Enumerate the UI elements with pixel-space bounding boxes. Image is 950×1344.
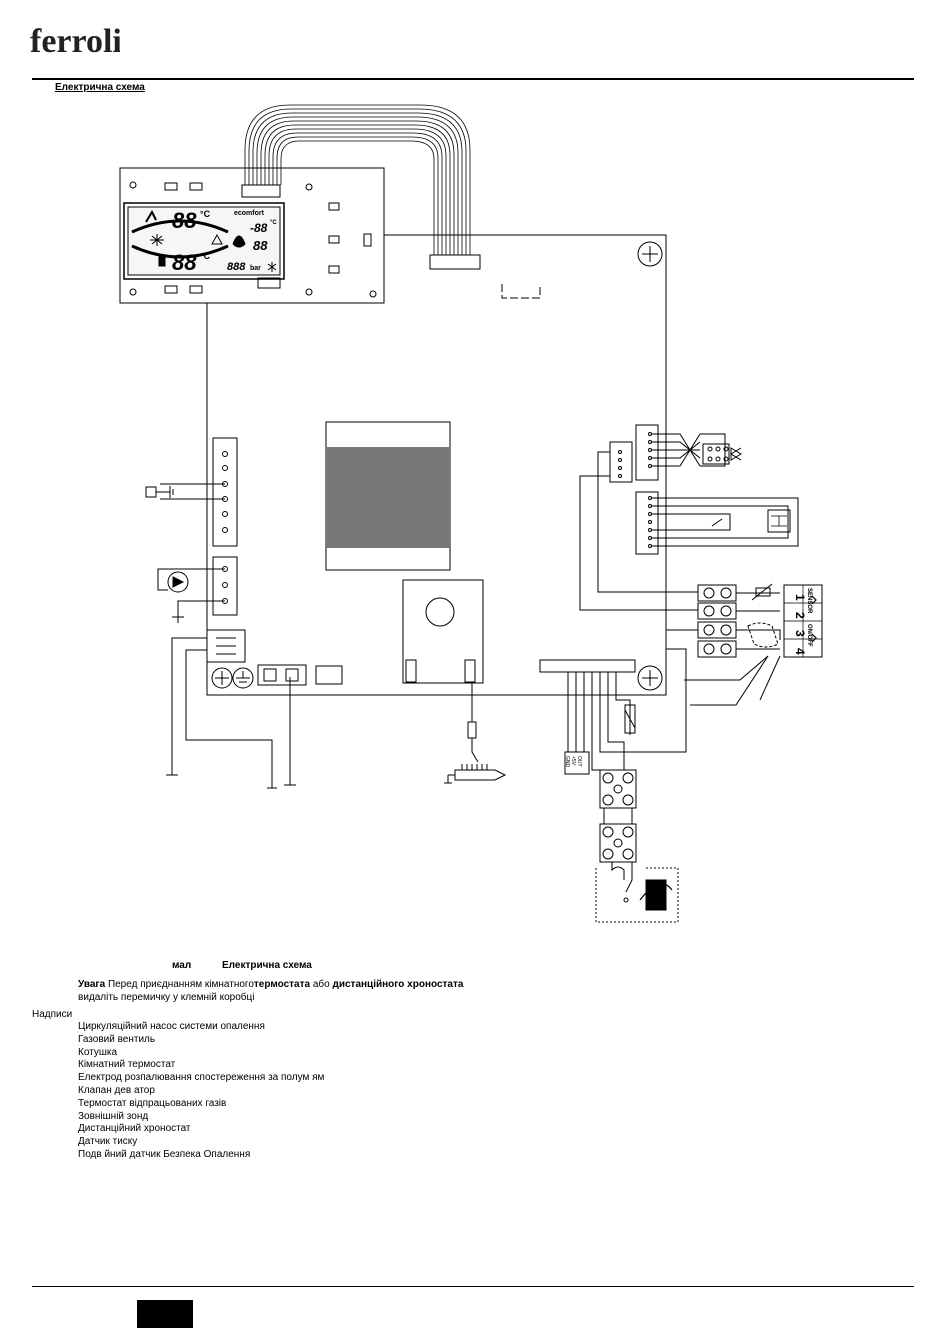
- figure-prefix: мал: [172, 960, 192, 971]
- terminal-label-panel: 1 2 3 4 SENSOR ON/OFF: [783, 584, 823, 658]
- legend-item: Газовий вентиль: [78, 1033, 156, 1045]
- terminal-number-2: 2: [793, 612, 807, 619]
- wiring-diagram: 88 °C 88 °C ecomfort -88 °C 88 888 bar: [119, 104, 823, 923]
- legend-item: Зовнішній зонд: [78, 1110, 149, 1122]
- warning-note: Увага Перед приєднанням кімнатноготермос…: [78, 978, 478, 1004]
- legend-item: Подв йний датчик Безпека Опалення: [78, 1148, 251, 1160]
- lcd-brand: ecomfort: [234, 210, 265, 217]
- note-bold-thermostat: термостата: [253, 979, 311, 990]
- warning-icon: [211, 233, 223, 245]
- terminal-block: [599, 583, 781, 753]
- header-rule: [32, 78, 914, 80]
- lcd-unit-pressure: bar: [250, 265, 261, 272]
- section-title: Електрична схема: [55, 82, 145, 93]
- terminal-label-onoff: ON/OFF: [806, 624, 812, 647]
- right-wiring: [579, 432, 799, 611]
- lcd-unit-small: °C: [270, 220, 277, 226]
- sun-icon: [150, 234, 164, 246]
- display-board: 88 °C 88 °C ecomfort -88 °C 88 888 bar: [119, 167, 385, 304]
- lcd-digits-pressure: 888: [227, 261, 246, 273]
- flame-icon: [145, 209, 157, 223]
- tap-icon: [158, 256, 166, 267]
- ribbon-connector-display: [241, 184, 281, 198]
- legend-item: Електрод розпалювання спостереження за п…: [78, 1072, 325, 1084]
- left-wiring: [145, 483, 507, 789]
- note-text-mid: або: [310, 979, 333, 990]
- legend-item: Кімнатний термостат: [78, 1059, 176, 1071]
- legend-list: Циркуляційний насос системи опалення Газ…: [78, 1021, 324, 1162]
- brand-name: ferroli: [30, 23, 120, 58]
- lcd-unit-top: °C: [200, 209, 211, 219]
- figure-title: Електрична схема: [222, 960, 312, 971]
- lcd-digits-bottom: 88: [172, 250, 197, 275]
- lcd-digits-top: 88: [172, 208, 197, 233]
- legend-item: Клапан дев атор: [78, 1084, 155, 1096]
- note-text-before: Перед приєднанням кімнатного: [107, 979, 254, 990]
- note-bold-chronostat: дистанційного хроностата: [332, 979, 464, 990]
- legend-title: Надписи: [32, 1009, 73, 1020]
- terminal-number-4: 4: [793, 648, 807, 655]
- lcd-unit-bottom: °C: [200, 251, 211, 261]
- warning-label: Увага: [78, 979, 106, 990]
- legend-item: Термостат відпрацьованих газів: [78, 1097, 227, 1109]
- ribbon-connector-main: [429, 254, 481, 270]
- flame-drop-icon: [232, 235, 246, 248]
- snow-icon: [267, 262, 277, 272]
- main-board: [206, 234, 667, 696]
- ignition-electrode: [454, 769, 507, 781]
- lcd-digits-mid: 88: [253, 238, 268, 253]
- bottom-wiring: OUT +5V GND: [564, 672, 679, 923]
- conn-label-5v: +5V: [570, 756, 576, 766]
- ribbon-cable: [244, 104, 471, 255]
- conn-label-gnd: GND: [564, 756, 570, 768]
- ferroli-logo: ferroli: [30, 14, 122, 63]
- conn-label-out: OUT: [576, 756, 582, 767]
- footer-rule: [32, 1286, 914, 1287]
- legend-item: Котушка: [78, 1046, 118, 1058]
- terminal-label-sensor: SENSOR: [806, 588, 812, 614]
- note-text-after: видаліть перемичку у клемній коробці: [78, 992, 255, 1003]
- page-number-box: [137, 1300, 193, 1328]
- legend-item: Циркуляційний насос системи опалення: [78, 1021, 265, 1032]
- terminal-number-3: 3: [793, 630, 807, 637]
- legend-item: Датчик тиску: [78, 1136, 138, 1148]
- terminal-number-1: 1: [793, 594, 807, 601]
- legend-item: Дистанційний хроностат: [78, 1123, 191, 1135]
- lcd-digits-small: -88: [250, 221, 268, 235]
